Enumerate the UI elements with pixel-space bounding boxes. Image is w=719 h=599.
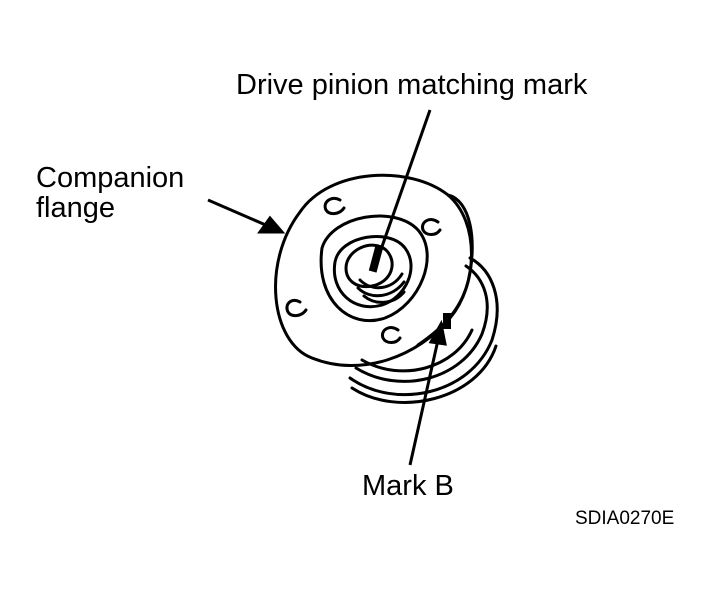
drive-pinion-mark-label: Drive pinion matching mark bbox=[236, 69, 588, 101]
pinion-end bbox=[344, 243, 394, 289]
leader-mark-b bbox=[408, 339, 440, 466]
arrow-mark-b bbox=[428, 319, 447, 346]
thread-3 bbox=[362, 290, 406, 304]
mark-b bbox=[443, 313, 451, 329]
rear-ring-4 bbox=[350, 344, 498, 404]
companion-flange-label-line1: Companion bbox=[36, 162, 185, 194]
leader-companion bbox=[207, 198, 269, 228]
bolt-hole-4 bbox=[380, 326, 402, 344]
arrow-companion bbox=[257, 215, 286, 234]
rear-ring-outer bbox=[348, 256, 499, 397]
hub-inner-ring bbox=[332, 235, 413, 309]
bolt-hole-3 bbox=[285, 298, 308, 318]
leader-drive-pinion bbox=[376, 109, 432, 259]
companion-flange-label-line2: flange bbox=[36, 192, 116, 224]
thread-2 bbox=[358, 272, 404, 290]
thread-1 bbox=[356, 280, 406, 298]
rear-ring-3 bbox=[360, 328, 474, 373]
bolt-hole-1 bbox=[323, 196, 346, 216]
mark-b-label: Mark B bbox=[362, 470, 454, 502]
figure-code: SDIA0270E bbox=[575, 508, 675, 529]
rear-ring-2 bbox=[354, 264, 489, 383]
hub-outer-ring bbox=[319, 214, 429, 323]
bolt-hole-2 bbox=[420, 218, 442, 236]
